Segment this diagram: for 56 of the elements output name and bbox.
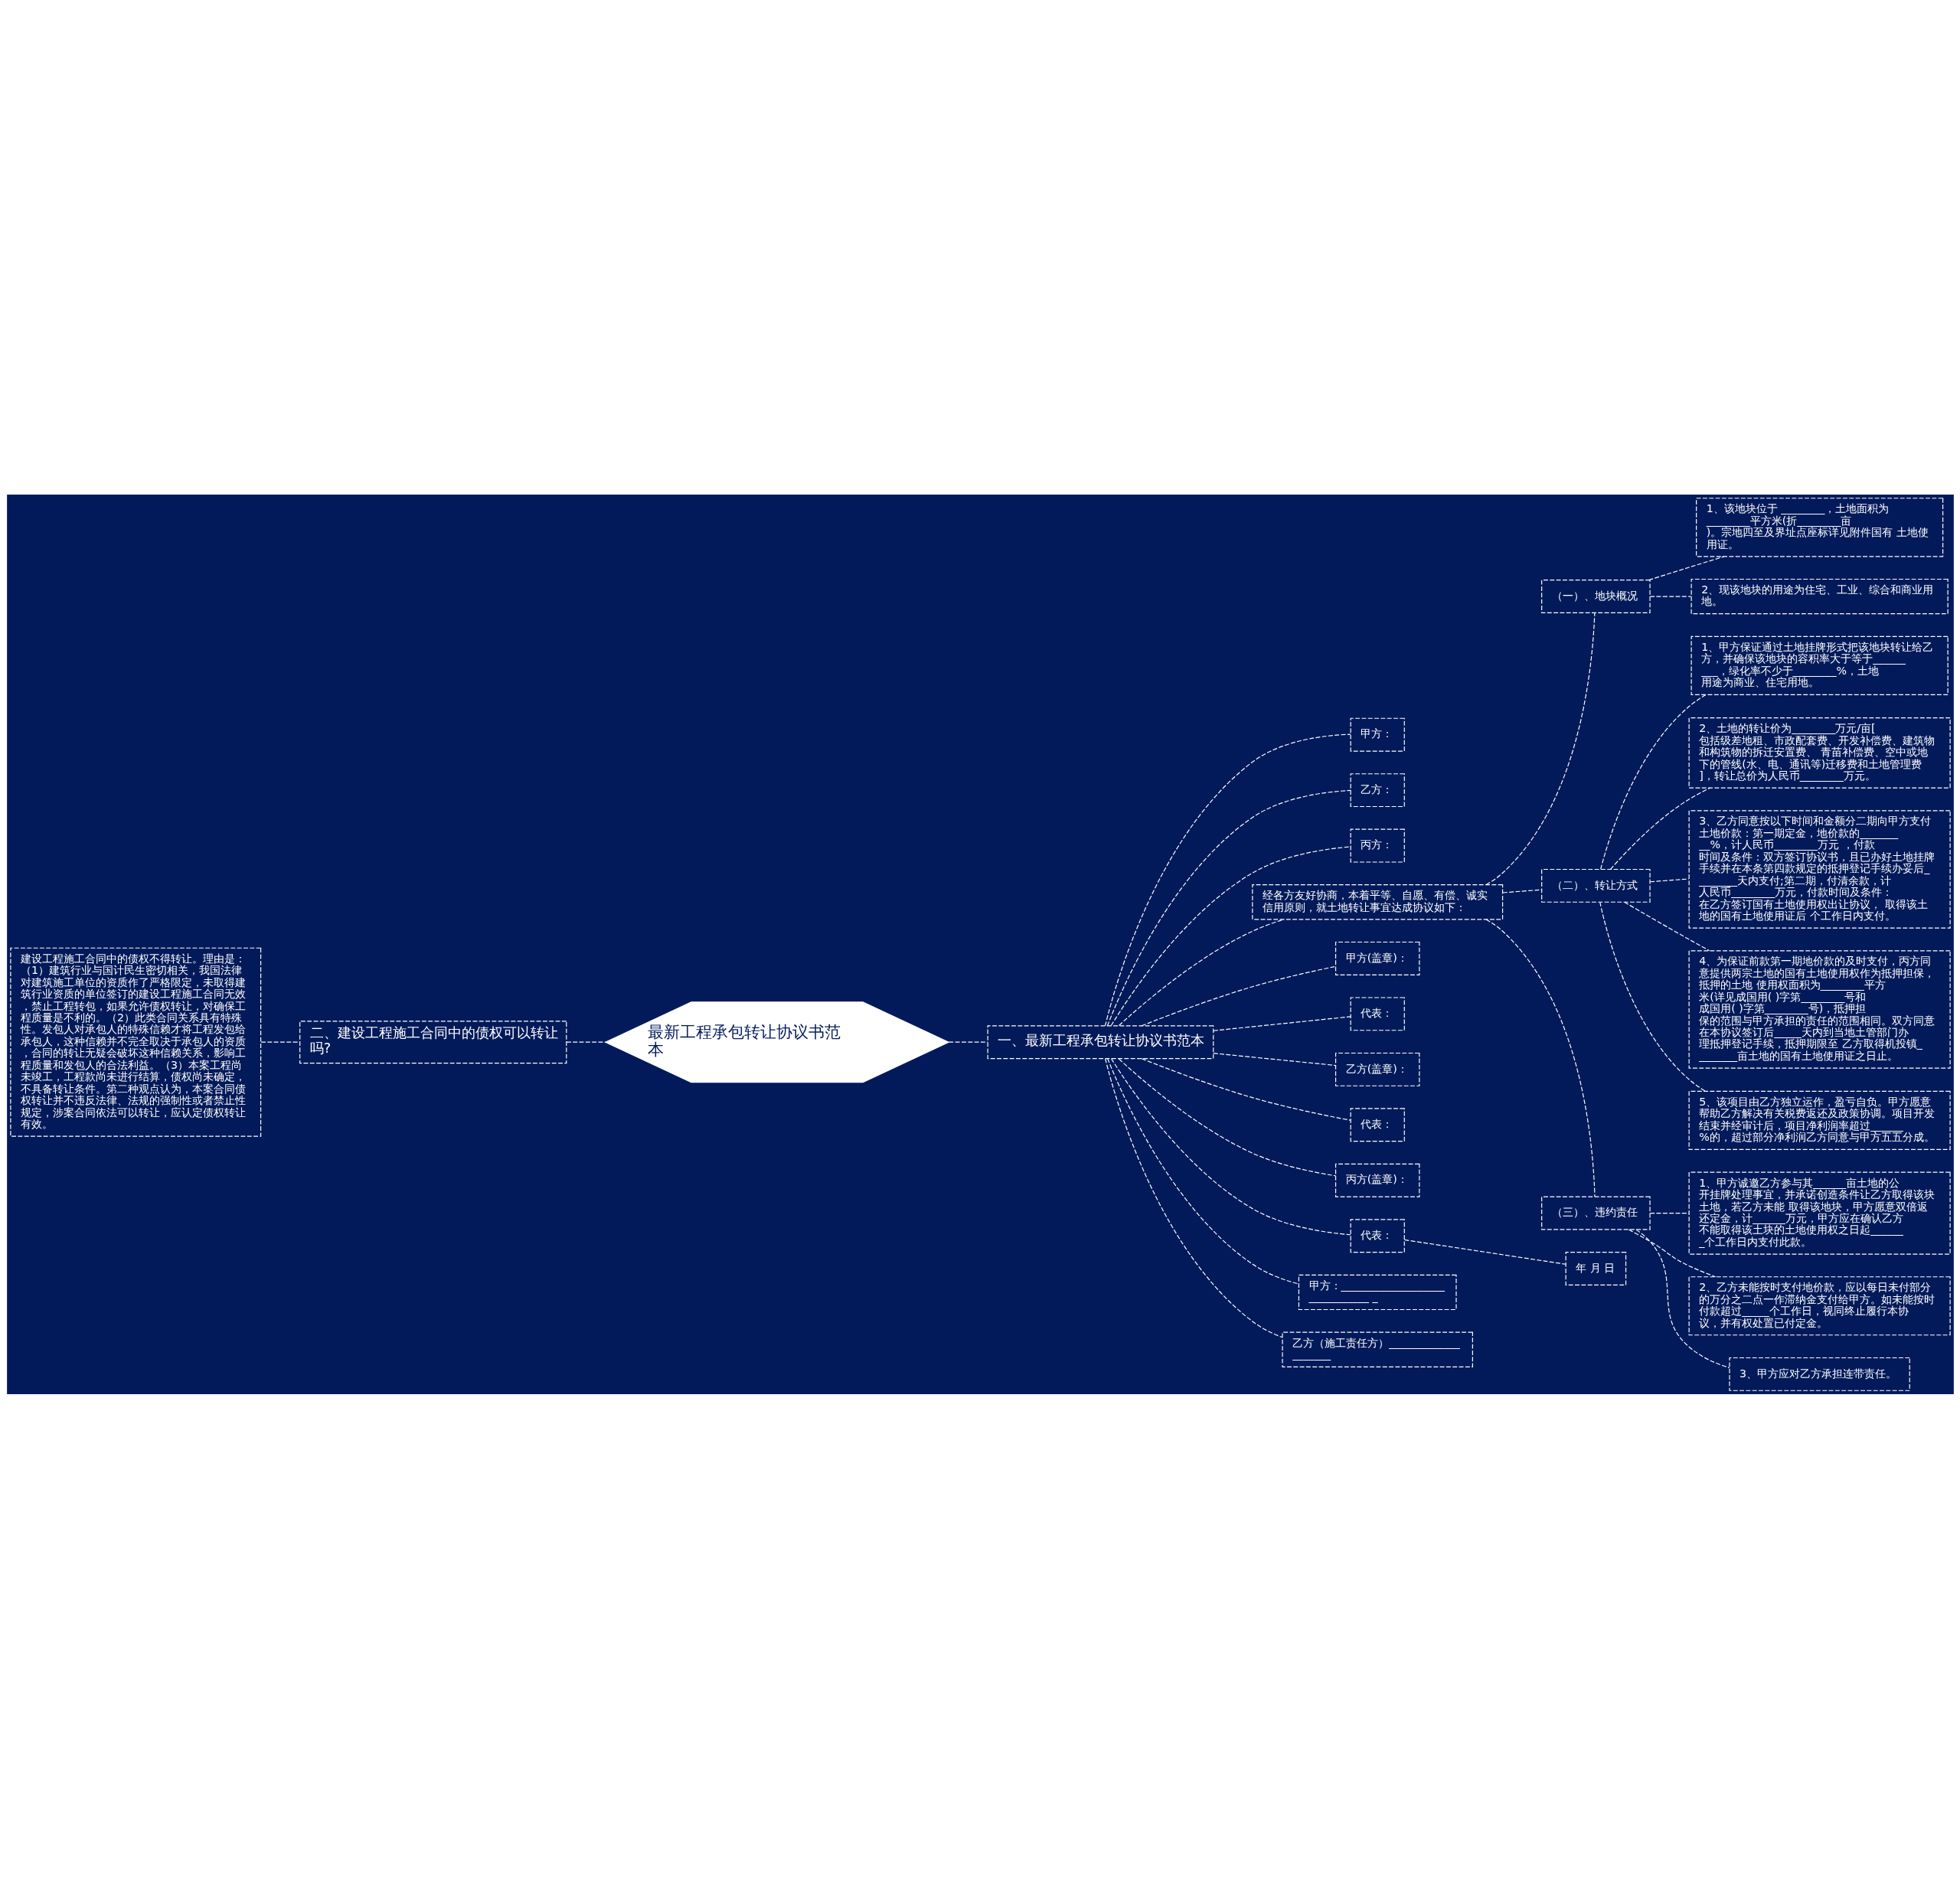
node-box: 3、乙方同意按以下时间和金额分二期向甲方支付土地价款：第一期定金，地价款的_________%，计人民币________万元 ，付款时间及条件：双方签订协议书，且已办好土地挂牌手续并在本条第四款规定的抵押登记手续办妥后________天内支付;第二期，付清余款，计人民币________万元，付款时间及条件：在乙方签订国有土地使用权出让协议， 取得该土地的国有土地使用证后 个工作日内支付。 (1688, 809, 1951, 929)
connector (1141, 965, 1336, 1026)
node-box: 代表： (1350, 996, 1405, 1031)
node-box: （二）、转让方式 (1540, 868, 1651, 903)
node-box: 2、土地的转让价为________万元/亩[包括级差地租、市政配套费、开发补偿费、建筑物和构筑物的拆迁安置费、 青苗补偿费、空中或地下的管线(水、电、通讯等)迁移费和土地管理费]，转让总价为人民币________万元。 (1688, 717, 1951, 789)
node-box: 经各方友好协商，本着平等、自愿、有偿、诚实信用原则，就土地转让事宜达成协议如下： (1251, 884, 1503, 920)
node-box: 2、乙方未能按时支付地价款，应以每日未付部分的万分之二点一作滞纳金支付给甲方。如未能按时付款超过_____个工作日，视同终止履行本协议，并有权处置已付定金。 (1688, 1276, 1951, 1335)
node-box: 1、该地块位于 ________，土地面积为________平方米(折________亩)。宗地四至及界址点座标详见附件国有 土地使用证。 (1695, 497, 1943, 557)
node-box: 丙方(盖章)： (1334, 1163, 1419, 1197)
node-box: 代表： (1350, 1107, 1405, 1142)
node-box: 1、甲方保证通过土地挂牌形式把该地块转让给乙方，并确保该地块的容积率大于等于_________，绿化率不少于________%，土地用途为商业、住宅用地。 (1690, 635, 1949, 695)
connector (1485, 918, 1596, 1197)
node-box: 甲方： (1350, 717, 1405, 752)
node-box: 1、甲方诚邀乙方参与其______亩土地的公开挂牌处理事宜，并承诺创造条件让乙方取得该块土地，若乙方未能 取得该地块，甲方愿意双倍返还定金，计______万元，甲方应在确认乙方不能取得该土块的土地使用权之日起_______个工作日内支付此款。 (1688, 1171, 1951, 1255)
node-box: 年 月 日 (1565, 1251, 1626, 1285)
connector (1141, 1057, 1351, 1121)
connector (1104, 733, 1351, 1026)
connector (1501, 889, 1542, 893)
node-box: 乙方(盖章)： (1334, 1052, 1419, 1086)
node-box: （一）、地块概况 (1540, 579, 1651, 613)
node-box: 4、为保证前款第一期地价款的及时支付，丙方同意提供两宗土地的国有土地使用权作为抵押担保，抵押的土地 使用权面积为________平方米(详见成国用( )字第________号和成国用( )字第________号)，抵押担保的范围与甲方承担的责任的范围相同。双方同意在本协议签订后_____天内到当地土管部门办理抵押登记手续，抵押期限至 乙方取得机投镇________亩土地的国有土地使用证之日止。 (1688, 949, 1951, 1069)
node-box: 建设工程施工合同中的债权不得转让。理由是：（1）建筑行业与国计民生密切相关，我国法律对建筑施工单位的资质作了严格限定，未取得建筑行业资质的单位签订的建设工程施工合同无效，禁止工程转包，如果允许债权转让，对确保工程质量是不利的。（2）此类合同关系具有特殊性。发包人对承包人的特殊信赖才将工程发包给承包人，这种信赖并不完全取决于承包人的资质，合同的转让无疑会破坏这种信赖关系，影响工程质量和发包人的合法利益。（3）本案工程尚未竣工，工程款尚未进行结算，债权尚未确定，不具备转让条件。第二种观点认为，本案合同债权转让并不违反法律、法规的强制性或者禁止性规定，涉案合同依法可以转让，应认定债权转让有效。 (9, 947, 261, 1137)
connector (1110, 1057, 1351, 1235)
connector (1212, 1052, 1336, 1066)
connector (1649, 595, 1691, 597)
connector (1623, 901, 1710, 951)
node-box: 3、甲方应对乙方承担连带责任。 (1728, 1357, 1910, 1391)
connector (1106, 789, 1351, 1026)
connector (1110, 845, 1351, 1026)
node-box: 甲方(盖章)： (1334, 941, 1419, 975)
node-box: 甲方：______________________________ _ (1298, 1274, 1457, 1310)
connector (1649, 877, 1689, 882)
connector (948, 1041, 988, 1043)
node-box: 乙方（施工责任方）____________________ (1281, 1331, 1473, 1367)
connector (1635, 1229, 1730, 1368)
connector (1212, 1015, 1351, 1031)
node-box: （三）、违约责任 (1540, 1196, 1651, 1230)
connector (260, 1041, 300, 1043)
connector (1599, 901, 1706, 1092)
connector (1118, 1058, 1336, 1176)
connector (1118, 918, 1285, 1026)
connector (1104, 1057, 1282, 1338)
node-box: 2、现该地块的用途为住宅、工业、综合和商业用地。 (1690, 578, 1949, 614)
connector (1649, 1212, 1689, 1213)
connector (1609, 787, 1710, 870)
node-box: 5、该项目由乙方独立运作，盈亏自负。甲方愿意帮助乙方解决有关税费返还及政策协调。项目开发结束并经审计后，项目净利润率超过______%的，超过部分净利润乙方同意与甲方五五分成。 (1688, 1090, 1951, 1150)
node-box: 二、建设工程施工合同中的债权可以转让吗? (299, 1020, 567, 1063)
connector (1403, 1239, 1566, 1265)
node-box: 乙方： (1350, 773, 1405, 807)
node-box: 代表： (1350, 1218, 1405, 1253)
connector (565, 1041, 606, 1043)
node-box: 丙方： (1350, 828, 1405, 863)
connector (1485, 612, 1595, 885)
connector (1599, 694, 1706, 870)
node-box: 一、最新工程承包转让协议书范本 (987, 1024, 1214, 1059)
connector (1106, 1057, 1299, 1285)
